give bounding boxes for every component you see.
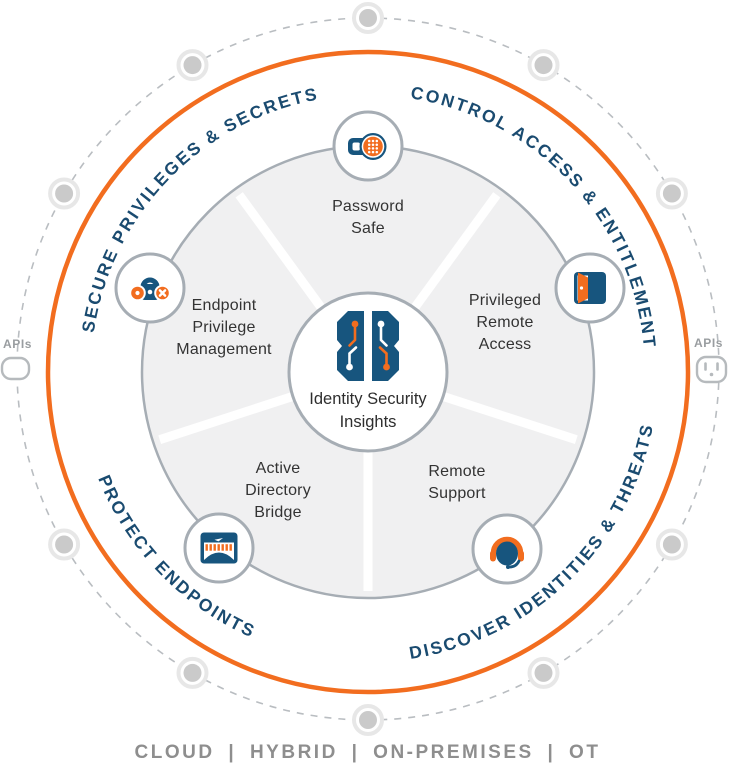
segment-dividers	[158, 192, 578, 591]
label-privileged-remote-access: Privileged Remote Access	[468, 292, 542, 353]
brain-circuit-icon	[337, 311, 399, 381]
node-dot	[176, 49, 209, 82]
power-outlet-icon	[695, 355, 728, 384]
label-remote-support: Remote Support	[428, 463, 486, 502]
node-dot	[352, 704, 384, 736]
node-dot	[48, 177, 81, 210]
headset-icon	[490, 536, 524, 569]
node-dot	[48, 528, 81, 561]
node-dot	[527, 656, 560, 689]
open-door-icon	[574, 272, 606, 304]
node-dot	[352, 2, 384, 34]
perimeter-node-dots	[48, 2, 688, 736]
node-dot	[655, 177, 688, 210]
node-dot	[527, 49, 560, 82]
label-identity-security-insights: Identity Security Insights	[309, 390, 427, 431]
apis-label-left: APIs	[3, 337, 33, 351]
apis-label-right: APIs	[694, 336, 724, 350]
blank-outlet-icon	[0, 356, 31, 381]
bridge-icon	[200, 532, 238, 564]
node-dot	[176, 656, 209, 689]
credential-keypad-icon	[348, 133, 387, 160]
label-endpoint-privilege-management: Endpoint Privilege Management	[176, 297, 272, 358]
label-active-directory-bridge: Active Directory Bridge	[245, 460, 311, 521]
node-dot	[655, 528, 688, 561]
label-password-safe: Password Safe	[332, 198, 404, 237]
center-hub-circle	[287, 291, 449, 453]
environment-caption: CLOUD | HYBRID | ON-PREMISES | OT	[134, 742, 601, 763]
padlock-allow-deny-icon	[129, 277, 171, 302]
